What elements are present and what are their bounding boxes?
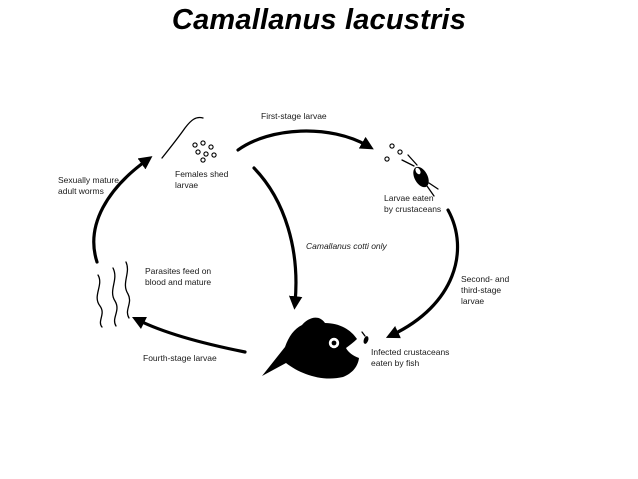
- label-second-third-3: larvae: [461, 296, 484, 306]
- label-first-stage: First-stage larvae: [261, 111, 327, 121]
- crustacean-larvae-icon: [384, 143, 403, 162]
- infected-crustacean-icon: [361, 331, 369, 344]
- label-parasites-feed-2: blood and mature: [145, 277, 211, 287]
- arrow-second-third-stage: [385, 208, 460, 339]
- label-infected: Infected crustaceans: [371, 347, 449, 357]
- label-second-third: Second- and: [461, 274, 509, 284]
- adult-worm-icon: [161, 116, 204, 159]
- slide-title: Camallanus lacustris: [171, 4, 467, 36]
- label-infected-2: eaten by fish: [371, 358, 419, 368]
- mature-worms-icon: [96, 261, 131, 328]
- label-females-shed-2: larvae: [175, 180, 198, 190]
- label-larvae-eaten: Larvae eaten: [384, 193, 434, 203]
- arrow-cotti-only: [252, 166, 303, 310]
- arrow-fourth-stage: [131, 316, 247, 354]
- label-parasites-feed: Parasites feed on: [145, 266, 211, 276]
- label-larvae-eaten-2: by crustaceans: [384, 204, 441, 214]
- label-fourth-stage: Fourth-stage larvae: [143, 353, 217, 363]
- label-females-shed: Females shed: [175, 169, 229, 179]
- label-sexually-mature: Sexually mature: [58, 175, 119, 185]
- arrow-first-stage: [236, 129, 374, 152]
- crustacean-icon: [401, 154, 439, 197]
- fish-icon: [262, 317, 359, 379]
- larvae-eggs-icon: [192, 140, 217, 163]
- label-second-third-2: third-stage: [461, 285, 501, 295]
- label-cotti-only: Camallanus cotti only: [306, 241, 388, 251]
- label-sexually-mature-2: adult worms: [58, 186, 104, 196]
- arrow-to-adults: [92, 156, 153, 264]
